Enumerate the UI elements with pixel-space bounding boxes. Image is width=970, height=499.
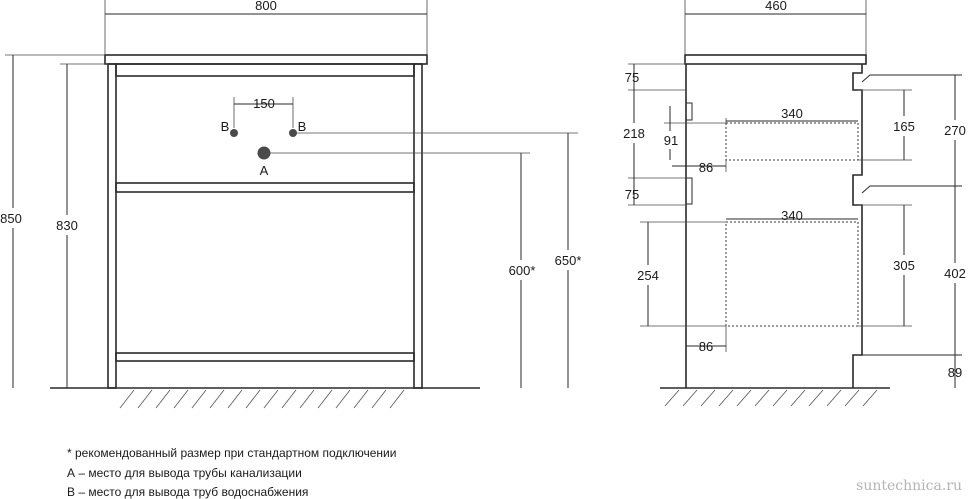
supply-pipe-left <box>230 129 238 137</box>
upper-drawer-width-value: 340 <box>781 106 803 121</box>
side-floor-hatch <box>664 389 878 407</box>
body-height-value: 830 <box>56 218 78 233</box>
upper-drawer-box <box>725 122 859 161</box>
side-view: 460 75 218 75 91 86 340 340 254 <box>620 0 970 407</box>
front-left-side <box>107 63 117 389</box>
pipe-label-a: A <box>260 163 269 178</box>
lower-section-value: 402 <box>944 266 966 281</box>
middle-gap-value: 75 <box>625 187 639 202</box>
front-floor-hatch <box>119 389 405 409</box>
lower-setback-value: 86 <box>699 339 713 354</box>
note-recommended: * рекомендованный размер при стандартном… <box>67 446 396 460</box>
upper-setback-value: 86 <box>699 160 713 175</box>
front-bottom-rail <box>115 352 415 362</box>
front-countertop <box>104 54 428 65</box>
front-right-side <box>413 63 423 389</box>
middle-rail-notch <box>685 177 693 205</box>
side-front-profile <box>852 64 863 388</box>
upper-offset-value: 91 <box>664 133 678 148</box>
drain-height-value: 600* <box>509 263 536 278</box>
lower-zone-value: 254 <box>637 268 659 283</box>
legend-notes: * рекомендованный размер при стандартном… <box>67 446 396 499</box>
upper-zone-value: 218 <box>623 126 645 141</box>
side-countertop <box>684 54 867 65</box>
total-height-value: 850 <box>0 211 22 226</box>
plinth-value: 89 <box>948 365 962 380</box>
watermark-text: suntechnica.ru <box>856 478 962 494</box>
upper-rail-notch <box>685 102 693 121</box>
upper-drawer-height-value: 165 <box>893 119 915 134</box>
top-gap-value: 75 <box>625 70 639 85</box>
width-value: 800 <box>255 0 277 13</box>
note-supply: В – место для вывода труб водоснабжения <box>67 485 308 499</box>
supply-height-value: 650* <box>555 253 582 268</box>
front-top-rail <box>115 63 415 77</box>
lower-drawer-width-value: 340 <box>781 208 803 223</box>
note-drain: А – место для вывода трубы канализации <box>67 466 302 480</box>
pipe-label-b-left: B <box>221 119 230 134</box>
lower-drawer-height-value: 305 <box>893 258 915 273</box>
lower-drawer-handle <box>861 185 962 194</box>
lower-drawer-box <box>725 221 859 327</box>
depth-value: 460 <box>765 0 787 13</box>
pipe-label-b-right: B <box>298 119 307 134</box>
upper-section-value: 270 <box>944 123 966 138</box>
pipe-spacing-value: 150 <box>253 96 275 111</box>
upper-drawer-handle <box>861 74 962 83</box>
front-middle-rail <box>115 182 415 193</box>
front-view: B B A 800 150 850 830 600* 650* <box>0 0 585 409</box>
